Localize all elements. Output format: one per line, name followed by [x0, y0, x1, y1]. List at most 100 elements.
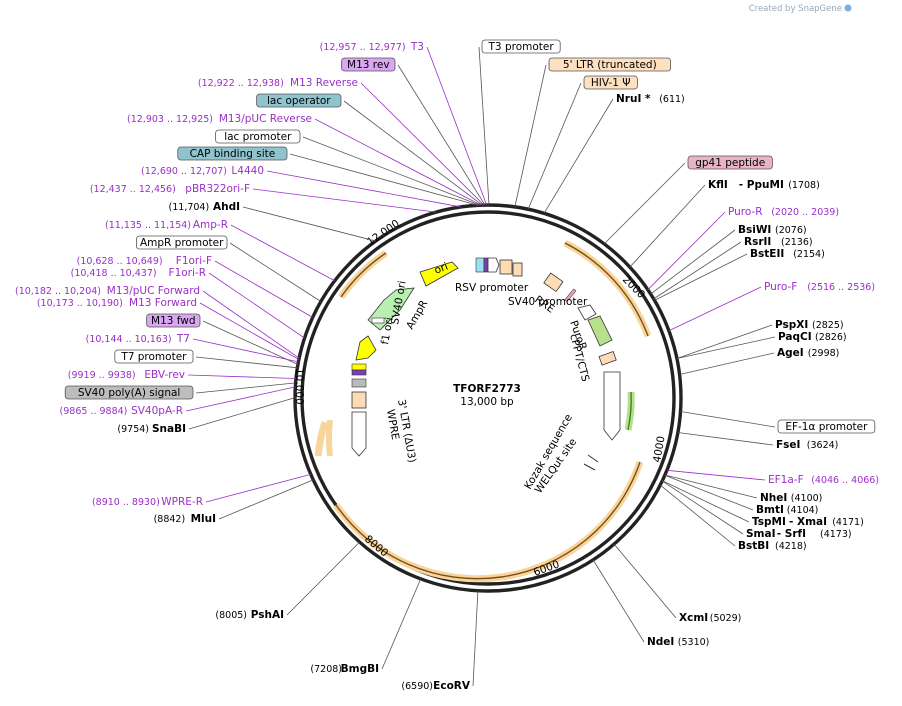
left-label-m13-rev[interactable]: M13 rev	[341, 57, 486, 206]
leader-line	[676, 324, 773, 359]
primer-name: SV40pA-R	[131, 405, 183, 417]
coordinate-text: (12,437 .. 12,456)	[90, 184, 176, 195]
leader-line	[205, 473, 311, 503]
left-label-sv40-poly-a-signal[interactable]: SV40 poly(A) signal	[64, 382, 296, 400]
site-name: BsiWI	[738, 224, 771, 236]
right-label-bstbi[interactable]: BstBI(4218)	[660, 484, 807, 552]
site-name: AgeI	[777, 347, 804, 359]
right-label-bmti[interactable]: BmtI(4104)	[664, 474, 819, 516]
leader-line	[647, 211, 726, 291]
left-label-t7-promoter[interactable]: T7 promoter	[114, 349, 298, 369]
left-label-cap-binding-site[interactable]: CAP binding site	[177, 146, 479, 206]
right-label-5-ltr-truncated[interactable]: 5' LTR (truncated)	[514, 57, 671, 207]
site-name: NruI *	[616, 93, 651, 105]
right-label-ndei[interactable]: NdeI(5310)	[592, 559, 710, 648]
left-label-wpre-r[interactable]: WPRE-R(8910 .. 8930)	[92, 473, 311, 508]
feature-box	[548, 57, 671, 72]
coordinate-text: (6590)	[401, 681, 433, 692]
left-label-m13-forward[interactable]: M13 Forward(10,173 .. 10,190)	[37, 297, 300, 360]
left-label-mlui[interactable]: MluI(8842)	[154, 479, 314, 525]
leader-line	[527, 82, 582, 210]
primer-name: M13 Forward	[129, 297, 197, 309]
right-label-bsteii[interactable]: BstEII(2154)	[654, 248, 825, 301]
right-label-gp41-peptide[interactable]: gp41 peptide	[603, 155, 773, 245]
right-label-nrui[interactable]: NruI *(611)	[543, 93, 685, 214]
right-label-rsrii[interactable]: RsrII(2136)	[653, 236, 813, 300]
left-label-pbr322ori-f[interactable]: pBR322ori-F(12,437 .. 12,456)	[90, 183, 437, 213]
coordinate-text: (7208)	[310, 664, 342, 675]
right-label-puro-r[interactable]: Puro-R(2020 .. 2039)	[647, 206, 839, 291]
coordinate-text: (2516 .. 2536)	[807, 282, 875, 293]
right-label-puro-f[interactable]: Puro-F(2516 .. 2536)	[668, 281, 875, 332]
coordinate-text: (11,704)	[169, 202, 210, 213]
left-label-snabi[interactable]: SnaBI(9754)	[117, 397, 296, 435]
left-label-lac-promoter[interactable]: lac promoter	[215, 129, 480, 206]
rsv-promoter-label: RSV promoter	[455, 282, 529, 294]
left-label-pshai[interactable]: PshAI(8005)	[215, 541, 360, 621]
left-label-sv40pa-r[interactable]: SV40pA-R(9865 .. 9884)	[60, 386, 296, 417]
right-label-xcmi[interactable]: XcmI(5029)	[613, 543, 742, 624]
right-label-bsiwi[interactable]: BsiWI(2076)	[650, 224, 807, 295]
leader-line	[286, 541, 360, 616]
left-label-m13-puc-forward[interactable]: M13/pUC Forward(10,182 .. 10,204)	[15, 285, 300, 359]
leader-line	[662, 480, 750, 523]
right-label-agei[interactable]: AgeI(2998)	[679, 347, 840, 375]
right-label-nhei[interactable]: NheI(4100)	[664, 474, 823, 504]
feature-box	[215, 129, 301, 144]
right-label-kfli[interactable]: KflI- PpuMI(1708)	[629, 179, 820, 268]
coordinate-text: (4046 .. 4066)	[811, 475, 879, 486]
left-label-ebv-rev[interactable]: EBV-rev(9919 .. 9938)	[68, 369, 297, 381]
left-label-m13-puc-reverse[interactable]: M13/pUC Reverse(12,903 .. 12,925)	[127, 113, 482, 206]
left-label-f1ori-r[interactable]: F1ori-R(10,418 .. 10,437)	[71, 267, 305, 339]
left-label-f1ori-f[interactable]: F1ori-F(10,628 .. 10,649)	[77, 255, 313, 318]
leader-line	[188, 397, 296, 430]
right-label-ef-1-promoter[interactable]: EF-1α promoter	[680, 411, 876, 434]
right-label-fsei[interactable]: FseI(3624)	[677, 432, 839, 451]
coordinate-text: (8842)	[154, 514, 186, 525]
coordinate-text: (1708)	[788, 180, 820, 191]
left-label-ahdi[interactable]: AhdI(11,704)	[169, 201, 376, 242]
site-name: PshAI	[251, 609, 284, 621]
left-label-t3[interactable]: T3(12,957 .. 12,977)	[320, 41, 488, 206]
feature-name: lac promoter	[224, 131, 292, 143]
leader-line	[195, 356, 298, 369]
primer-name: T3	[410, 41, 424, 53]
left-label-ampr-promoter[interactable]: AmpR promoter	[135, 235, 322, 302]
left-label-t7[interactable]: T7(10,144 .. 10,163)	[86, 333, 299, 363]
wpre-label: WPRE	[384, 408, 401, 440]
leader-line	[478, 46, 490, 206]
orf-arcs	[314, 239, 652, 583]
right-label-tspmi[interactable]: TspMI- XmaI(4171)	[662, 480, 864, 528]
left-label-amp-r[interactable]: Amp-R(11,135 .. 11,154)	[105, 219, 335, 282]
primer-name: EBV-rev	[144, 369, 185, 381]
coordinate-text: (4100)	[791, 493, 823, 504]
feature-name: 5' LTR (truncated)	[563, 59, 657, 71]
left-label-ecorv[interactable]: EcoRV(6590)	[401, 590, 479, 692]
site-name: BstEII	[750, 248, 784, 260]
leader-line	[426, 46, 488, 206]
plasmid-length: 13,000 bp	[460, 396, 514, 408]
feature-name: T3 promoter	[488, 41, 555, 53]
right-label-pspxi[interactable]: PspXI(2825)	[676, 319, 844, 359]
site-name-secondary: - XmaI	[789, 516, 827, 528]
leader-line	[208, 272, 305, 339]
right-label-ef1a-f[interactable]: EF1a-F(4046 .. 4066)	[666, 469, 879, 486]
leader-line	[666, 469, 766, 481]
left-label-l4440[interactable]: L4440(12,690 .. 12,707)	[141, 165, 461, 208]
coordinate-text: (5310)	[678, 637, 710, 648]
right-label-t3-promoter[interactable]: T3 promoter	[478, 39, 561, 206]
leader-line	[603, 162, 686, 245]
plasmid-name: TFORF2773	[453, 383, 521, 395]
left-label-m13-reverse[interactable]: M13 Reverse(12,922 .. 12,938)	[198, 77, 485, 206]
site-name: SnaBI	[152, 423, 186, 435]
right-label-smai[interactable]: SmaI- SrfI(4173)	[661, 480, 852, 540]
right-label-hiv-1[interactable]: HIV-1 Ψ	[527, 75, 638, 210]
left-label-lac-operator[interactable]: lac operator	[256, 93, 483, 206]
left-label-m13-fwd[interactable]: M13 fwd	[146, 313, 299, 365]
right-label-paqci[interactable]: PaqCI(2826)	[676, 331, 847, 359]
left-label-bmgbi[interactable]: BmgBI(7208)	[310, 578, 422, 675]
feature-name: EF-1α promoter	[785, 421, 868, 433]
cppt-label: cPPT/CTS	[567, 333, 591, 384]
coordinate-text: (5029)	[710, 613, 742, 624]
primer-name: Puro-R	[728, 206, 763, 218]
